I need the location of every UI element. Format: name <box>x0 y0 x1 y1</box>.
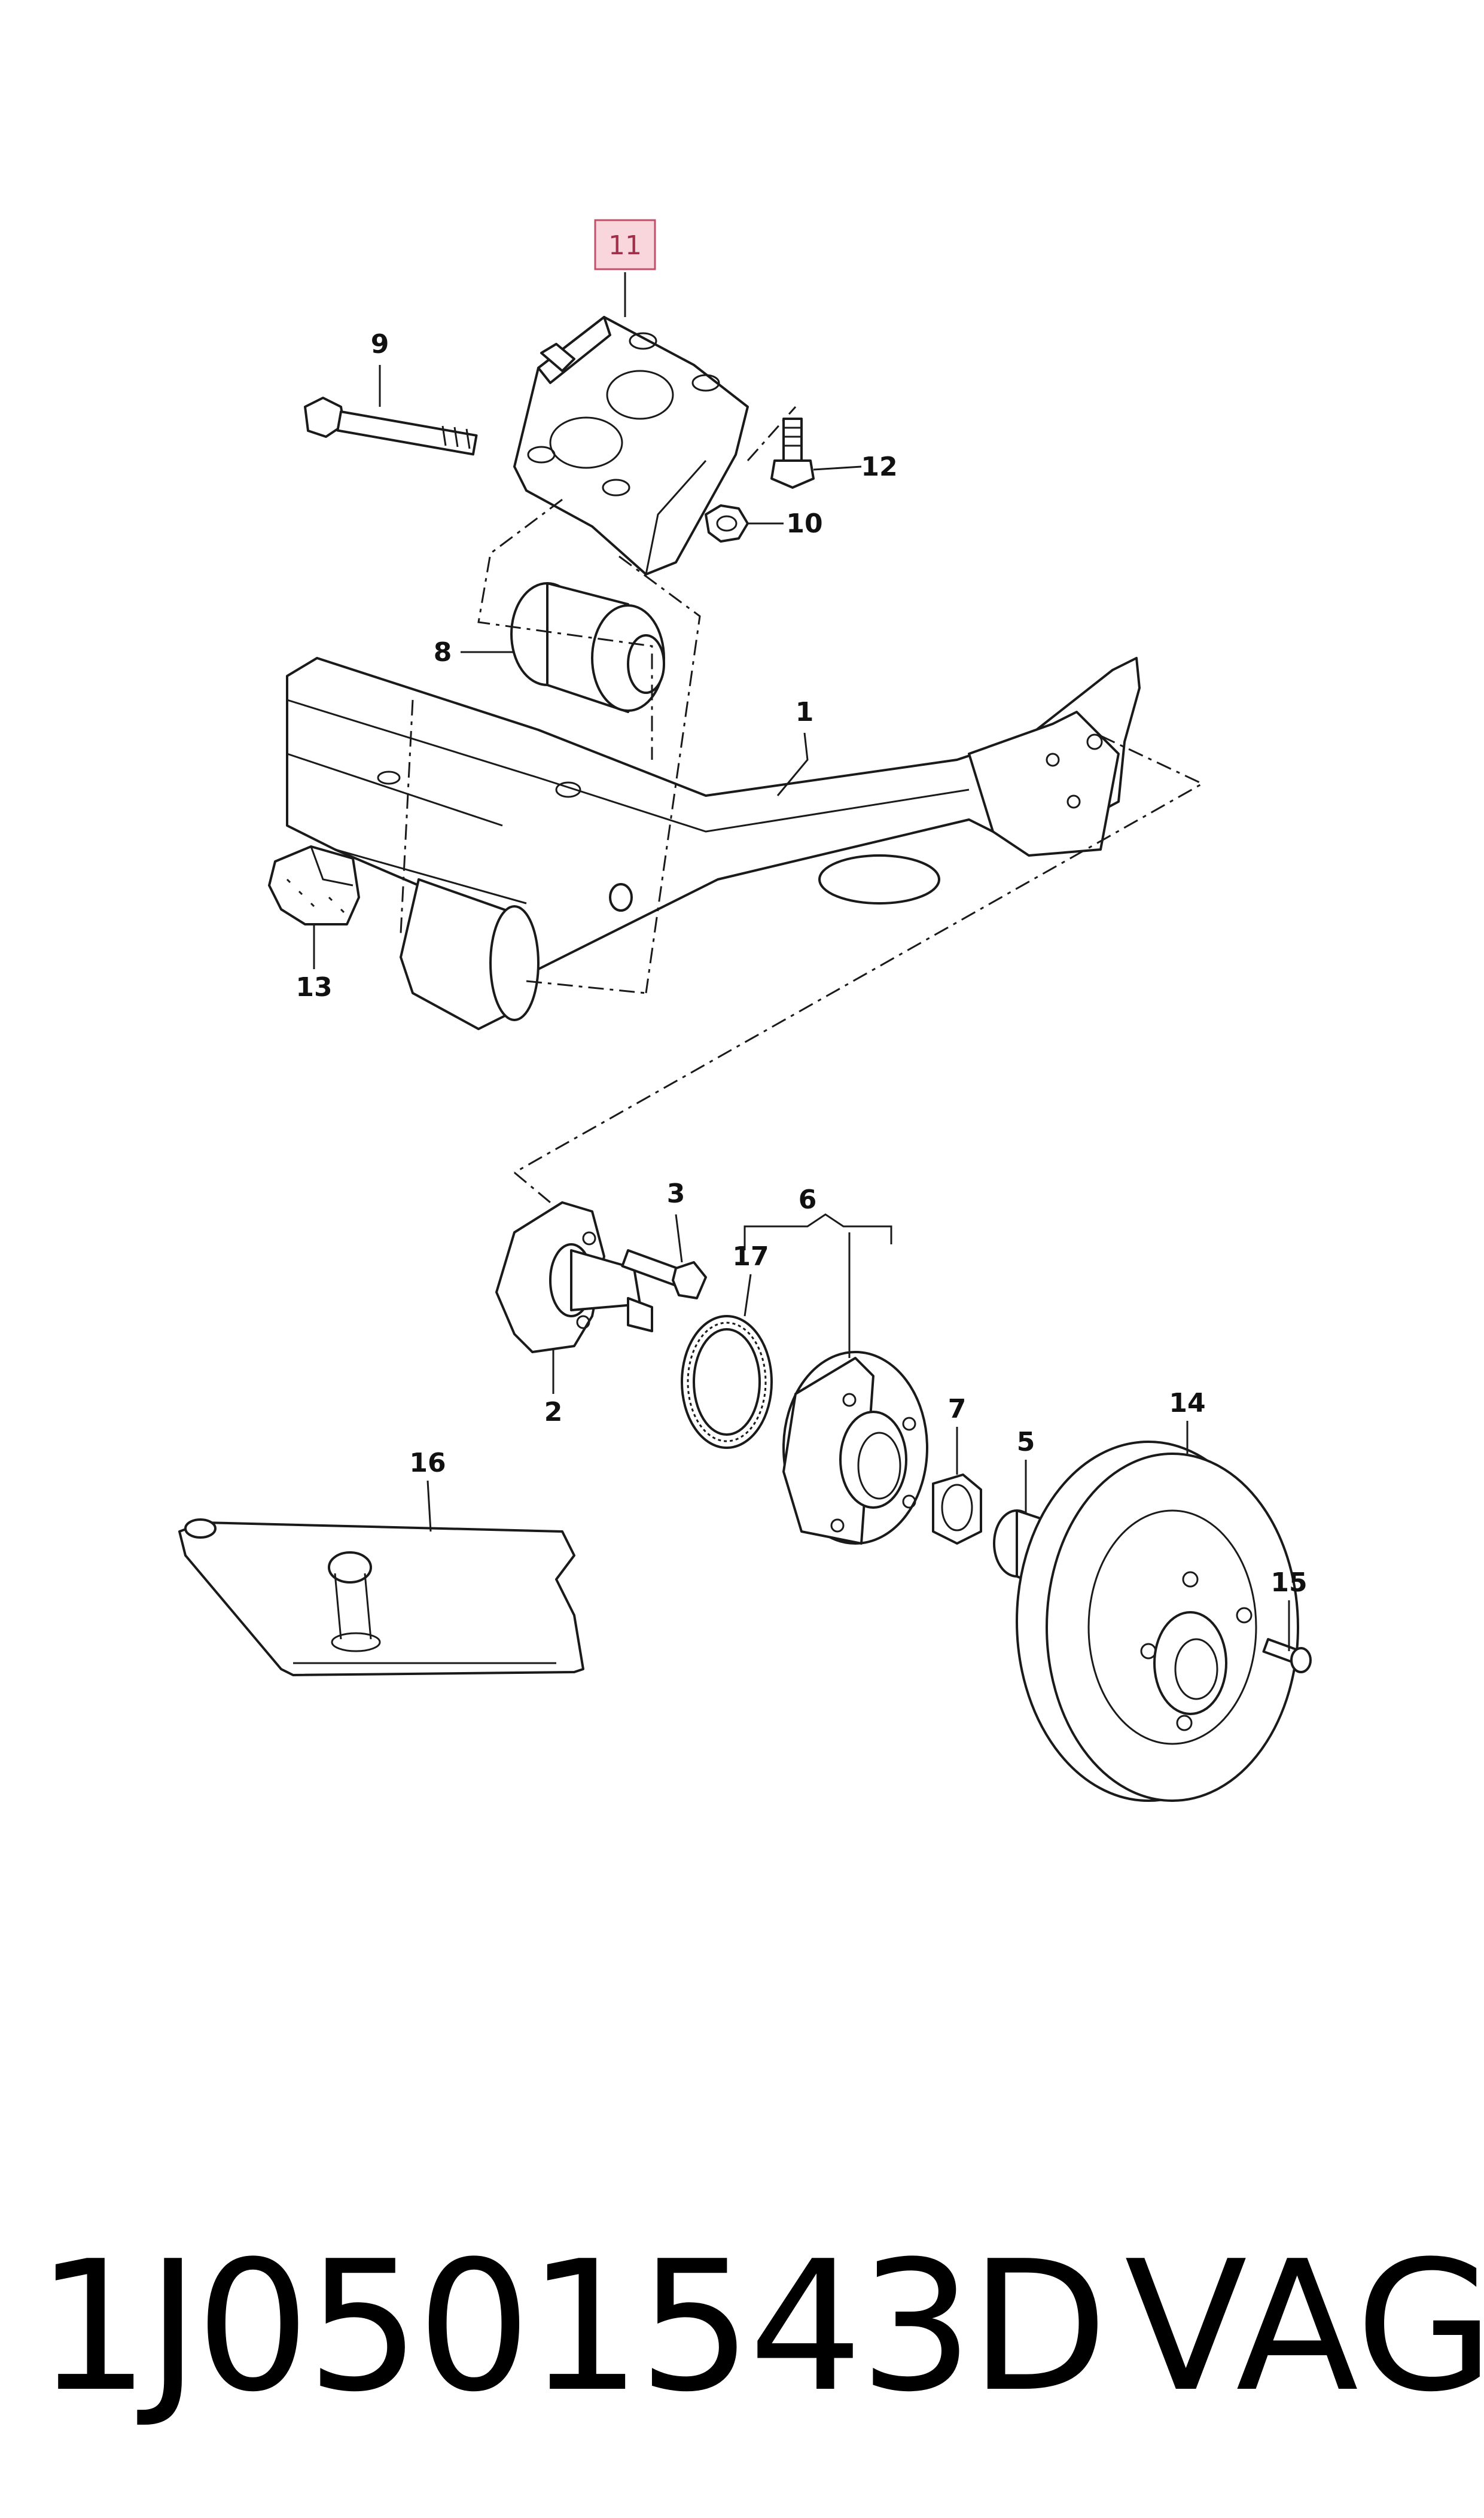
callout-labels: 11 9 12 10 8 1 13 3 6 17 2 14 7 5 16 15 <box>295 230 1307 1598</box>
callout-17: 17 <box>732 1241 769 1272</box>
callout-5: 5 <box>1017 1427 1035 1457</box>
part-14-brake-disc <box>1016 1441 1299 1802</box>
part-6-hub <box>782 1351 928 1545</box>
part-15-screw <box>1262 1638 1312 1673</box>
callout-6: 6 <box>799 1185 817 1215</box>
part-10-nut <box>705 504 749 543</box>
callout-11-highlight <box>594 219 656 270</box>
part-9-bolt <box>304 397 478 456</box>
callout-10: 10 <box>786 509 822 539</box>
part-16-heat-shield <box>178 1518 584 1676</box>
part-17-abs-ring <box>681 1315 773 1449</box>
leader-lines <box>313 272 1290 1651</box>
part-number-text: 1J0501543D <box>36 2222 1108 2431</box>
assembly-lines <box>400 406 1205 1204</box>
brand-text: VAG <box>1125 2222 1484 2431</box>
callout-8: 8 <box>434 637 452 668</box>
part-11-bracket <box>513 316 749 576</box>
callout-11: 11 <box>608 230 642 261</box>
callout-13: 13 <box>295 972 332 1003</box>
part-7-nut <box>932 1473 982 1545</box>
part-13-mount <box>268 845 360 925</box>
callout-3: 3 <box>667 1179 685 1209</box>
callout-9: 9 <box>371 329 389 360</box>
callout-2: 2 <box>544 1397 563 1427</box>
part-8-bushing <box>510 582 665 713</box>
callout-12: 12 <box>861 452 897 482</box>
part-12-bolt <box>770 418 815 489</box>
callout-15: 15 <box>1270 1567 1307 1598</box>
callout-16: 16 <box>409 1448 446 1478</box>
callout-7: 7 <box>948 1394 967 1424</box>
callout-1: 1 <box>796 697 814 727</box>
part-1-axle-beam <box>286 657 1141 1030</box>
part-3-bolt <box>621 1249 707 1299</box>
callout-14: 14 <box>1169 1388 1205 1418</box>
part-2-stub-axle <box>495 1201 653 1353</box>
